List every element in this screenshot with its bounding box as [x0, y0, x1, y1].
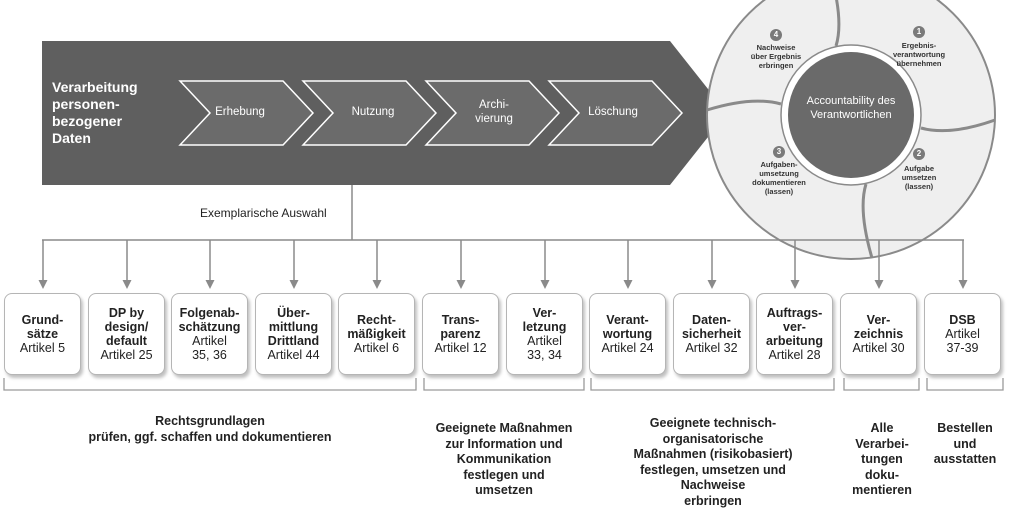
group-brackets: [3, 378, 1004, 391]
cycle-divider-bottom: [861, 183, 874, 259]
cycle-step-4-label: Nachweise über Ergebnis erbringen: [750, 43, 802, 70]
stage-chevron-1: [178, 80, 315, 146]
article-box-title: DP by design/ default: [104, 306, 149, 348]
group-bracket-1: [3, 378, 417, 391]
main-arrow-line-4: Daten: [52, 130, 91, 146]
cycle-step-3-label: Aufgaben- umsetzung dokumentieren (lasse…: [752, 160, 806, 196]
cycle-center: [788, 52, 914, 178]
group-label-tom: Geeignete technisch- organisatorische Ma…: [633, 416, 793, 508]
article-box-article: Artikel 37-39: [945, 327, 980, 355]
connector-arrowhead: [38, 280, 48, 289]
stage-chevron-4: [547, 80, 684, 146]
connector-arrowhead: [790, 280, 800, 289]
article-box-article: Artikel 33, 34: [527, 334, 562, 362]
article-box-article: Artikel 44: [267, 348, 320, 362]
article-box-article: Artikel 6: [353, 341, 400, 355]
main-arrow-line-3: bezogener: [52, 113, 123, 129]
article-box-title: Ver- zeichnis: [853, 313, 904, 341]
cycle-divider-top: [834, 0, 841, 47]
cycle-step-2-label: Aufgabe umsetzen (lassen): [901, 164, 937, 191]
group-label-rechtsgrundlagen: Rechtsgrundlagen prüfen, ggf. schaffen u…: [88, 414, 332, 444]
connector-arrowhead: [540, 280, 550, 289]
article-box-title: DSB: [949, 313, 976, 327]
article-box-title: Auftrags- ver- arbeitung: [766, 306, 823, 348]
cycle-step-1-label: Ergebnis- verantwortung übernehmen: [892, 41, 946, 68]
article-box-article: Artikel 24: [601, 341, 654, 355]
main-arrow-label: Verarbeitung personen- bezogener Daten: [52, 79, 172, 147]
article-box-title: Recht- mäßigkeit: [347, 313, 406, 341]
group-label-verzeichnis: Alle Verarbei- tungen doku- mentieren: [852, 421, 912, 497]
connector-arrowhead: [623, 280, 633, 289]
article-box-title: Daten- sicherheit: [681, 313, 742, 341]
cycle-step-2-number: 2: [913, 148, 925, 160]
stage-chevron-3: [424, 80, 561, 146]
article-box-article: Artikel 5: [19, 341, 66, 355]
cycle-step-3-number: 3: [773, 146, 785, 158]
group-label-information: Geeignete Maßnahmen zur Information und …: [435, 421, 573, 497]
connector-arrowhead: [874, 280, 884, 289]
article-box-article: Artikel 25: [100, 348, 153, 362]
article-box-title: Verant- wortung: [602, 313, 653, 341]
accountability-cycle: [706, 0, 996, 260]
connector-tree: [42, 185, 964, 241]
article-box-article: Artikel 32: [685, 341, 738, 355]
connector-drops: [38, 240, 968, 289]
article-box-article: Artikel 12: [434, 341, 487, 355]
cycle-step-1-number: 1: [913, 26, 925, 38]
connector-arrowhead: [707, 280, 717, 289]
article-box-title: Ver- letzung: [522, 306, 567, 334]
connector-arrowhead: [958, 280, 968, 289]
cycle-center-label: Accountability des Verantwortlichen: [806, 95, 896, 121]
stage-label-loeschung: Löschung: [588, 106, 638, 118]
article-box-title: Folgenab- schätzung: [178, 306, 241, 334]
group-bracket-5: [926, 378, 1004, 391]
stage-chevron-2: [301, 80, 438, 146]
group-bracket-4: [843, 378, 920, 391]
connector-arrowhead: [372, 280, 382, 289]
article-box-article: Artikel 35, 36: [192, 334, 227, 362]
article-box-title: Grund- sätze: [21, 313, 64, 341]
main-arrow-line-1: Verarbeitung: [52, 79, 138, 95]
cycle-step-4-number: 4: [770, 29, 782, 41]
connector-arrowhead: [289, 280, 299, 289]
group-bracket-3: [590, 378, 835, 391]
article-box-article: Artikel 30: [852, 341, 905, 355]
article-box-title: Über- mittlung Drittland: [267, 306, 320, 348]
connector-arrowhead: [456, 280, 466, 289]
main-arrow-line-2: personen-: [52, 96, 120, 112]
stage-label-archivierung: Archi- vierung: [475, 99, 513, 125]
selection-caption: Exemplarische Auswahl: [200, 206, 327, 220]
stage-chevrons: [178, 80, 684, 146]
connector-arrowhead: [205, 280, 215, 289]
stage-label-erhebung: Erhebung: [215, 106, 265, 118]
article-box-article: Artikel 28: [768, 348, 821, 362]
group-label-dsb: Bestellen und ausstatten: [933, 421, 997, 466]
cycle-divider-right: [920, 118, 996, 133]
cycle-divider-left: [706, 99, 782, 112]
group-bracket-2: [423, 378, 585, 391]
article-box-title: Trans- parenz: [440, 313, 481, 341]
stage-label-nutzung: Nutzung: [351, 106, 395, 118]
connector-arrowhead: [122, 280, 132, 289]
